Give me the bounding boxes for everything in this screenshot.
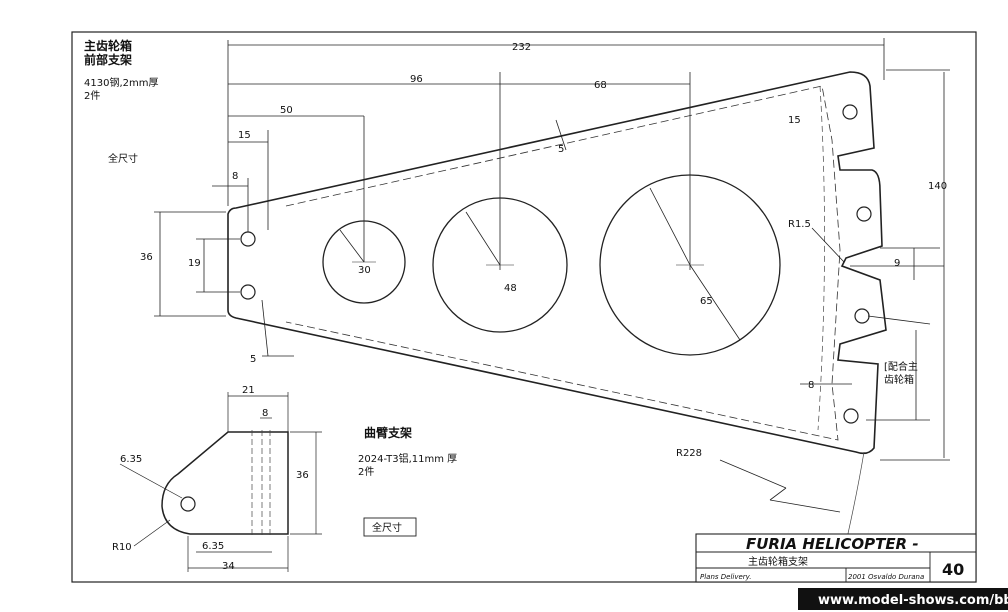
title-block-page-number: 40 bbox=[942, 560, 964, 579]
right-hole-4 bbox=[843, 408, 859, 424]
dim-5-bottom: 5 bbox=[250, 354, 256, 365]
dim-19-left: 19 bbox=[188, 258, 201, 269]
dim-9: 9 bbox=[894, 258, 900, 269]
arm-part bbox=[119, 392, 322, 572]
dim-r228: R228 bbox=[676, 448, 702, 459]
arm-dim-8: 8 bbox=[262, 408, 268, 419]
title-block bbox=[695, 533, 977, 583]
right-hole-1 bbox=[842, 104, 858, 120]
dim-overall-232: 232 bbox=[512, 42, 531, 53]
dim-15-left: 15 bbox=[238, 130, 251, 141]
right-hole-2 bbox=[856, 206, 872, 222]
watermark-text: www.model-shows.com/bbs bbox=[818, 593, 1008, 608]
dim-15-right: 15 bbox=[788, 115, 801, 126]
left-hole-bottom bbox=[240, 284, 256, 300]
arm-dim-21: 21 bbox=[242, 385, 255, 396]
arm-material: 2024-T3铝,11mm 厚 bbox=[358, 453, 457, 465]
dim-96: 96 bbox=[410, 74, 423, 85]
arm-scale-note: 全尺寸 bbox=[372, 521, 402, 534]
title-block-copyright: 2001 Osvaldo Durana bbox=[848, 573, 924, 581]
dim-hole-65: 65 bbox=[700, 296, 713, 307]
arm-dim-36: 36 bbox=[296, 470, 309, 481]
arm-dim-6-35-top: 6.35 bbox=[120, 454, 142, 465]
arm-title: 曲臂支架 bbox=[364, 425, 412, 440]
main-title-line2: 前部支架 bbox=[84, 52, 132, 67]
right-note-line1: [配合主 bbox=[884, 360, 918, 373]
dim-8-left: 8 bbox=[232, 171, 238, 182]
main-scale-note: 全尺寸 bbox=[108, 152, 138, 165]
arm-scale-box bbox=[363, 517, 417, 537]
dim-36-left: 36 bbox=[140, 252, 153, 263]
dim-hole-48: 48 bbox=[504, 283, 517, 294]
main-dimension-lines bbox=[154, 38, 950, 513]
right-hole-3 bbox=[854, 308, 870, 324]
dim-hole-30: 30 bbox=[358, 265, 371, 276]
dim-r1-5: R1.5 bbox=[788, 219, 811, 230]
dim-68: 68 bbox=[594, 80, 607, 91]
dim-5-inner: 5 bbox=[558, 144, 564, 155]
main-bracket bbox=[227, 71, 887, 561]
main-title-line1: 主齿轮箱 bbox=[84, 38, 132, 53]
arm-dim-34: 34 bbox=[222, 561, 235, 572]
dim-50: 50 bbox=[280, 105, 293, 116]
drawing-frame bbox=[71, 31, 977, 583]
title-block-title: FURIA HELICOPTER - bbox=[746, 535, 919, 553]
main-quantity: 2件 bbox=[84, 90, 100, 102]
title-block-publisher: Plans Delivery. bbox=[700, 573, 752, 581]
title-block-subtitle: 主齿轮箱支架 bbox=[748, 555, 808, 568]
dim-8-right: 8 bbox=[808, 380, 814, 391]
arm-dim-r10: R10 bbox=[112, 542, 132, 553]
main-material: 4130钢,2mm厚 bbox=[84, 76, 158, 89]
right-note-line2: 齿轮箱 bbox=[884, 373, 914, 386]
dim-140: 140 bbox=[928, 181, 947, 192]
arm-quantity: 2件 bbox=[358, 466, 374, 478]
left-hole-top bbox=[240, 231, 256, 247]
watermark-strip bbox=[798, 588, 1008, 610]
arm-dim-6-35-bottom: 6.35 bbox=[202, 541, 224, 552]
